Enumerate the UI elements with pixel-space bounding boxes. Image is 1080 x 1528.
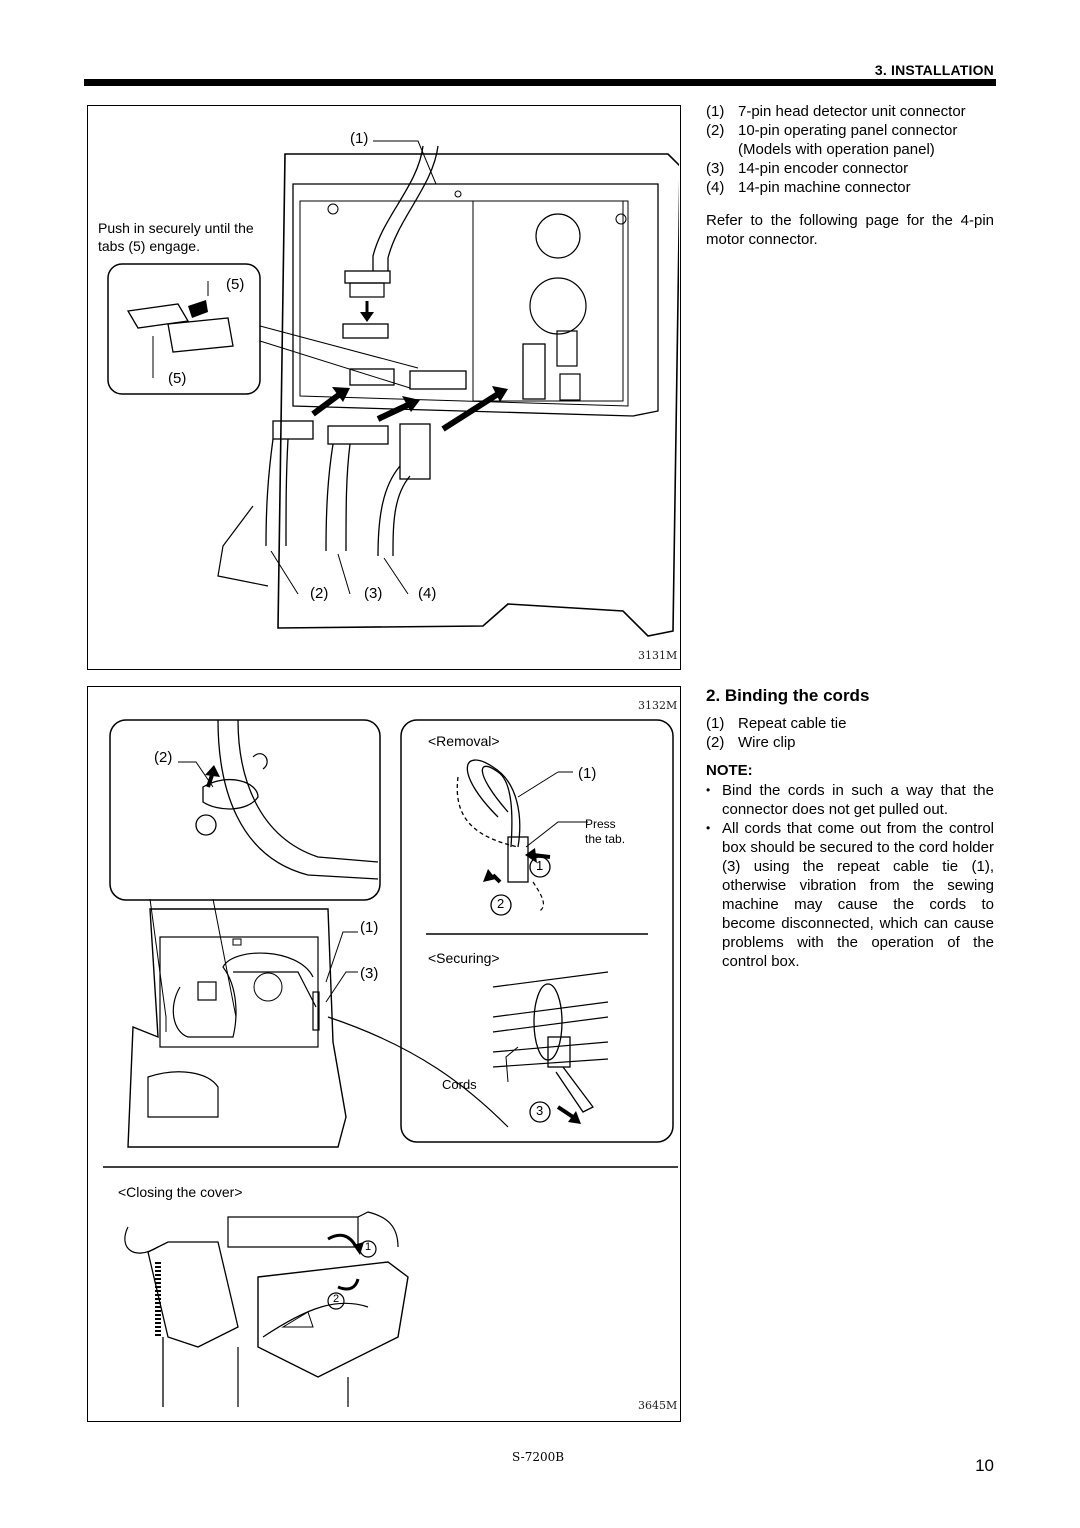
callout-4: (4) [418, 585, 437, 602]
item-text: 14-pin encoder connector [738, 160, 909, 177]
item-text: Wire clip [738, 734, 796, 751]
binding-section: 2. Binding the cords (1) Repeat cable tie… [706, 686, 994, 971]
callout-1: (1) [350, 130, 369, 147]
close-step-2: 2 [333, 1293, 340, 1305]
note-title: NOTE: [706, 762, 753, 779]
note-text: All cords that come out from the control… [722, 820, 994, 970]
step-3-marker: 3 [536, 1103, 544, 1118]
figure-code: 3645M [638, 1399, 678, 1412]
callout-2: (2) [310, 585, 329, 602]
note-text: Bind the cords in such a way that the co… [722, 782, 994, 818]
note-bullet: • All cords that come out from the contro… [706, 819, 994, 971]
section-header: 3. INSTALLATION [874, 62, 994, 78]
header-rule [84, 79, 996, 86]
closing-label: <Closing the cover> [118, 1184, 243, 1200]
callout-3: (3) [360, 965, 379, 982]
item-text: 7-pin head detector unit connector [738, 103, 966, 120]
item-text: 14-pin machine connector [738, 179, 911, 196]
step-1-marker: 1 [536, 858, 544, 873]
press-tab-label: Press the tab. [585, 817, 625, 847]
press-label-line: the tab. [585, 832, 626, 846]
bullet-glyph: • [706, 821, 711, 835]
callout-5b: (5) [168, 370, 187, 387]
callout-3: (3) [364, 585, 383, 602]
callout-2: (2) [154, 749, 173, 766]
callout-1: (1) [578, 765, 597, 782]
item-text: Repeat cable tie [738, 715, 847, 732]
connector-item: (2) 10-pin operating panel connector [706, 121, 994, 140]
connector-note: Refer to the following page for the 4-pi… [706, 212, 994, 248]
item-num: (1) [706, 103, 725, 120]
section-title: 2. Binding the cords [706, 686, 870, 705]
cords-label: Cords [442, 1077, 477, 1092]
callout-1: (1) [360, 919, 379, 936]
item-num: (2) [706, 122, 725, 139]
binding-item: (2) Wire clip [706, 733, 994, 752]
binding-item: (1) Repeat cable tie [706, 714, 994, 733]
securing-label: <Securing> [428, 950, 500, 966]
figure-code: 3131M [638, 649, 678, 662]
press-label-line: Press [585, 817, 616, 831]
connector-item-sub: (Models with operation panel) [738, 141, 935, 158]
figure-instruction: Push in securely until the tabs (5) enga… [98, 220, 254, 254]
footer-model: S-7200B [512, 1450, 565, 1464]
step-2-marker: 2 [497, 896, 505, 911]
item-num: (3) [706, 160, 725, 177]
connector-item: (4) 14-pin machine connector [706, 178, 994, 197]
connector-item: (3) 14-pin encoder connector [706, 159, 994, 178]
bullet-glyph: • [706, 783, 711, 797]
figure-code: 3132M [638, 699, 678, 712]
item-num: (2) [706, 734, 725, 751]
connector-illustration [107, 140, 679, 637]
item-num: (1) [706, 715, 725, 732]
removal-label: <Removal> [428, 733, 500, 749]
figure-binding: 3132M [87, 686, 681, 1422]
close-step-1: 1 [365, 1241, 372, 1253]
connector-item: (1) 7-pin head detector unit connector [706, 102, 994, 121]
page-number: 10 [975, 1456, 994, 1475]
binding-illustration [103, 719, 678, 1407]
figure-connectors: Push in securely until the tabs (5) enga… [87, 105, 681, 670]
item-num: (4) [706, 179, 725, 196]
item-text: 10-pin operating panel connector [738, 122, 958, 139]
callout-5a: (5) [226, 276, 245, 293]
connector-list: (1) 7-pin head detector unit connector (2… [706, 102, 994, 249]
note-bullet: • Bind the cords in such a way that the c… [706, 781, 994, 819]
